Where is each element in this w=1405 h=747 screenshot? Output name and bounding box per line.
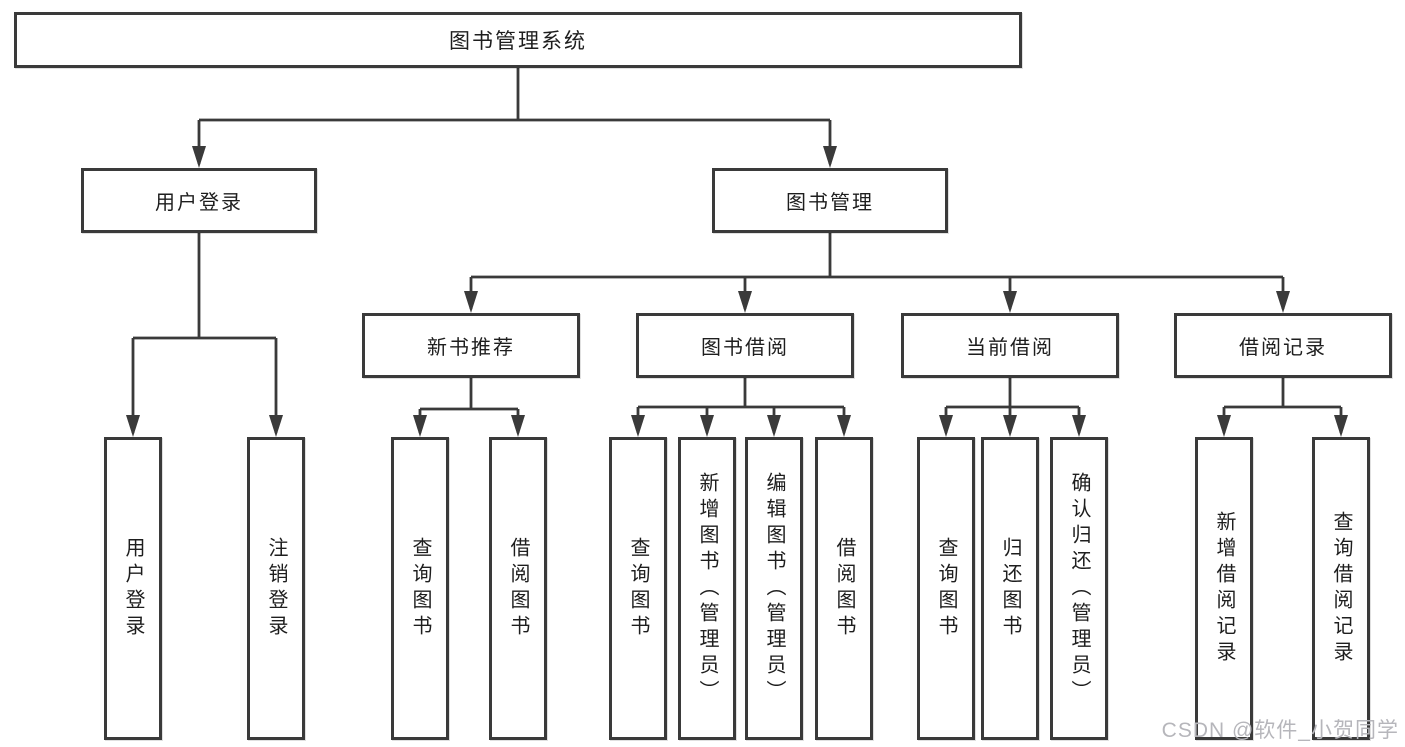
node-borrow-records: 借阅记录 [1174,313,1392,378]
leaf-return-books: 归还图书 [981,437,1039,740]
csdn-watermark: CSDN @软件_小贺同学 [1161,719,1399,742]
leaf-confirm-return-admin: 确认归还（管理员） [1050,437,1108,740]
node-label: 借阅图书 [507,536,529,641]
node-label: 查询图书 [409,536,431,641]
node-label: 新增借阅记录 [1213,510,1235,667]
node-label: 编辑图书（管理员） [763,471,785,706]
leaf-query-borrow-record: 查询借阅记录 [1312,437,1370,740]
leaf-add-borrow-record: 新增借阅记录 [1195,437,1253,740]
node-user-login-module: 用户登录 [81,168,317,233]
node-label: 用户登录 [122,536,144,641]
leaf-borrow-books-recommend: 借阅图书 [489,437,547,740]
leaf-borrow-books: 借阅图书 [815,437,873,740]
node-label: 借阅记录 [1239,337,1327,359]
leaf-query-books-recommend: 查询图书 [391,437,449,740]
node-label: 查询图书 [935,536,957,641]
node-book-management: 图书管理 [712,168,948,233]
node-label: 图书借阅 [701,337,789,359]
node-label: 确认归还（管理员） [1068,471,1090,706]
node-current-borrowing: 当前借阅 [901,313,1119,378]
leaf-logout: 注销登录 [247,437,305,740]
node-book-borrowing: 图书借阅 [636,313,854,378]
node-label: 查询图书 [627,536,649,641]
node-label: 新书推荐 [427,337,515,359]
node-label: 查询借阅记录 [1330,510,1352,667]
leaf-query-books-borrow: 查询图书 [609,437,667,740]
node-new-book-recommend: 新书推荐 [362,313,580,378]
node-label: 图书管理系统 [449,30,587,53]
node-label: 新增图书（管理员） [696,471,718,706]
node-label: 借阅图书 [833,536,855,641]
leaf-edit-books-admin: 编辑图书（管理员） [745,437,803,740]
node-label: 图书管理 [786,192,874,214]
arrowhead-icons [126,146,1348,437]
leaf-add-books-admin: 新增图书（管理员） [678,437,736,740]
node-label: 归还图书 [999,536,1021,641]
node-label: 注销登录 [265,536,287,641]
node-label: 当前借阅 [966,337,1054,359]
node-label: 用户登录 [155,192,243,214]
leaf-query-books-current: 查询图书 [917,437,975,740]
leaf-user-login: 用户登录 [104,437,162,740]
node-system-root: 图书管理系统 [14,12,1022,68]
